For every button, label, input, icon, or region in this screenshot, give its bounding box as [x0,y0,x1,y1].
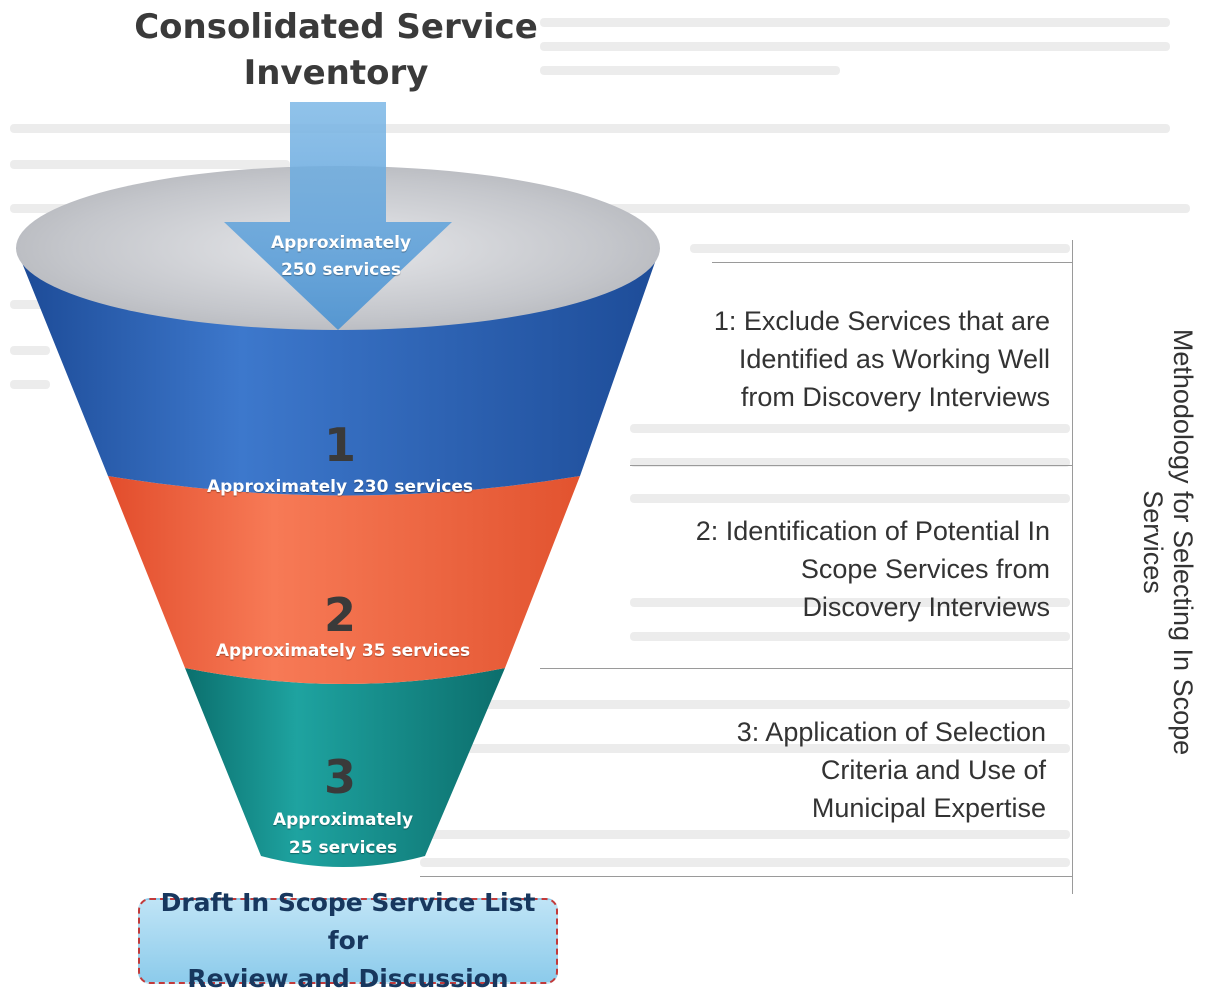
top-count-label: Approximately 250 services [270,233,412,280]
bracket-line [1072,240,1073,894]
stage-count-3: Approximately 25 services [272,810,414,858]
step-separator [420,876,1072,877]
stage-number-3: 3 [323,750,356,804]
down-arrow [224,102,452,330]
step-2-description: 2: Identification of Potential In Scope … [695,516,1050,622]
step-separator [540,668,1072,669]
draft-service-list-box: Draft In Scope Service List for Review a… [138,888,558,993]
stage-count-2: Approximately 35 services [215,641,471,661]
draft-box-label: Draft In Scope Service List for Review a… [160,888,536,993]
diagram-title: Consolidated Service Inventory [134,7,538,93]
stage-count-1: Approximately 230 services [206,477,474,497]
stage-number-1: 1 [323,418,356,472]
step-separator [630,465,1072,466]
step-separator [712,262,1072,263]
funnel-section-3 [185,668,505,867]
stage-number-2: 2 [323,588,356,642]
step-3-description: 3: Application of Selection Criteria and… [736,717,1046,823]
funnel-section-2 [108,476,580,684]
side-label: Methodology for Selecting In Scope Servi… [1138,328,1198,756]
step-1-description: 1: Exclude Services that are Identified … [713,306,1050,412]
